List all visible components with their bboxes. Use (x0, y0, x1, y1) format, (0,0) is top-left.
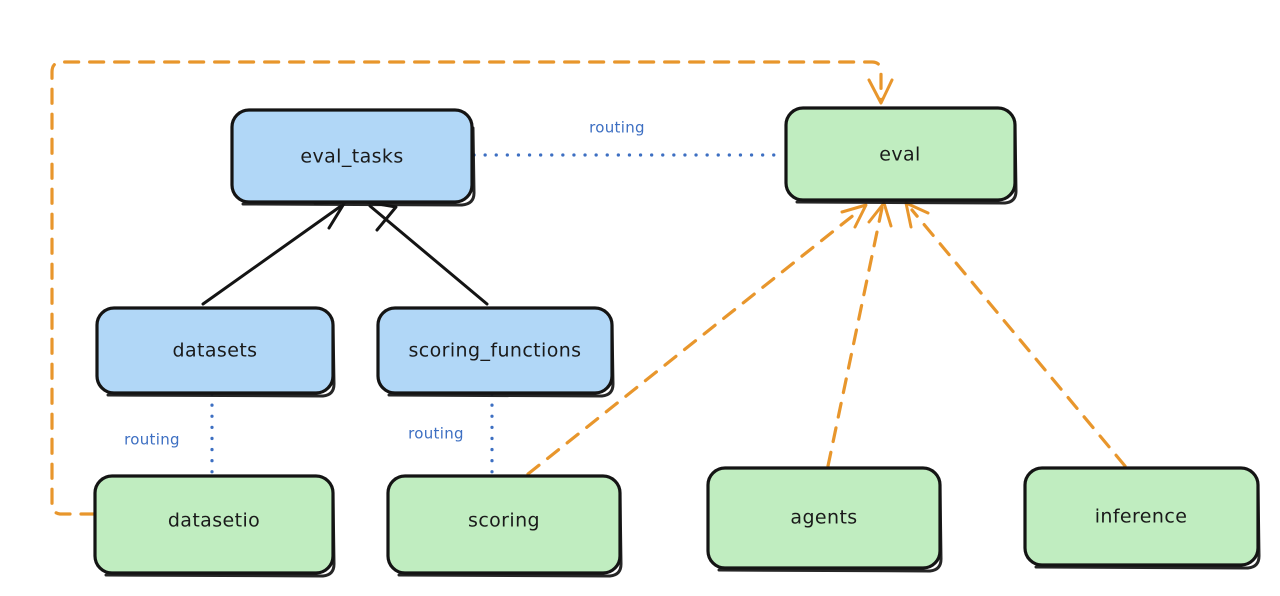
node-inference-shape[interactable] (1023, 466, 1260, 567)
edge-label-routing-datasetio: routing (124, 431, 180, 449)
node-eval_tasks-shape[interactable] (230, 108, 474, 204)
node-inference[interactable]: inference (1023, 466, 1261, 570)
edge-scoring-to-eval[interactable] (526, 203, 868, 476)
node-scoring-label: scoring (468, 510, 540, 532)
node-scoring[interactable]: scoring (386, 474, 623, 578)
node-eval_tasks-label: eval_tasks (300, 146, 403, 168)
edge-scoring_functions-to-eval_tasks[interactable] (364, 200, 489, 306)
node-scoring-shape[interactable] (386, 474, 622, 575)
edge-group (50, 60, 1127, 516)
node-agents-label: agents (790, 507, 857, 529)
node-datasets[interactable]: datasets (95, 306, 336, 398)
edge-agents-to-eval[interactable] (826, 201, 893, 468)
node-datasets-shape[interactable] (95, 306, 335, 395)
node-scoring_functions-shape[interactable] (376, 306, 614, 395)
node-eval-shape[interactable] (784, 106, 1017, 202)
edge-label-routing-scoring: routing (408, 425, 464, 443)
node-eval[interactable]: eval (784, 106, 1018, 205)
edge-label-group: routing routing routing (124, 119, 645, 449)
node-inference-label: inference (1095, 506, 1188, 528)
node-agents-shape[interactable] (706, 466, 942, 570)
node-scoring_functions-label: scoring_functions (409, 340, 582, 362)
node-datasetio[interactable]: datasetio (93, 474, 336, 578)
edge-inference-to-eval[interactable] (904, 201, 1127, 468)
node-datasets-label: datasets (173, 340, 258, 362)
node-scoring_functions[interactable]: scoring_functions (376, 306, 615, 398)
node-agents[interactable]: agents (706, 466, 943, 573)
edge-datasetio-to-eval[interactable] (50, 60, 894, 516)
edge-label-routing-eval: routing (589, 119, 645, 137)
node-datasetio-shape[interactable] (93, 474, 335, 575)
edge-datasets-to-eval_tasks[interactable] (201, 200, 347, 306)
node-eval-label: eval (879, 144, 920, 166)
node-eval_tasks[interactable]: eval_tasks (230, 108, 476, 207)
node-datasetio-label: datasetio (168, 510, 260, 532)
